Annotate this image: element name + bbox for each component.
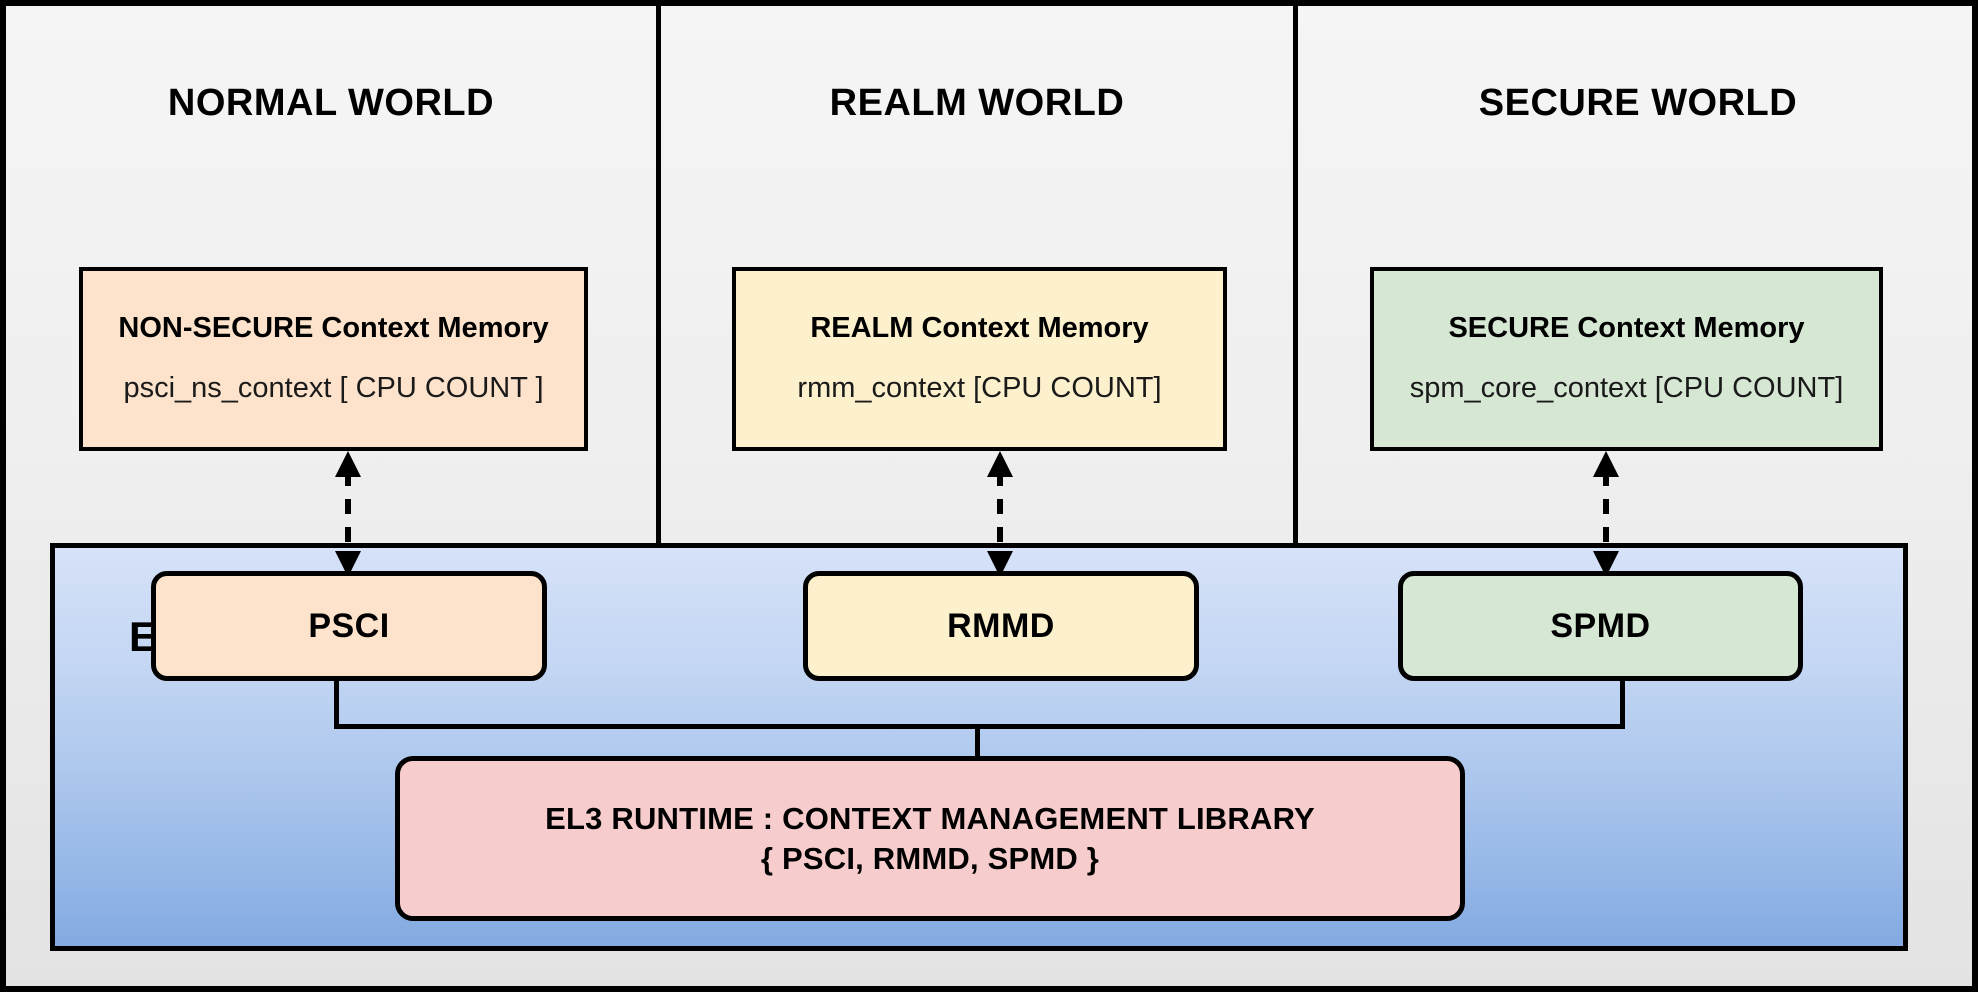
world-title-realm: REALM WORLD — [829, 82, 1125, 124]
service-box-psci[interactable]: PSCI — [151, 571, 547, 681]
connector-spmd-drop — [1620, 676, 1625, 729]
connector-psci-drop — [334, 676, 339, 729]
context-memory-realm[interactable]: REALM Context Memory rmm_context [CPU CO… — [732, 267, 1227, 451]
service-box-spmd[interactable]: SPMD — [1398, 571, 1803, 681]
context-memory-subtitle: psci_ns_context [ CPU COUNT ] — [123, 372, 544, 404]
context-memory-subtitle: spm_core_context [CPU COUNT] — [1409, 372, 1844, 404]
context-memory-title: SECURE Context Memory — [1448, 312, 1805, 345]
context-memory-non-secure[interactable]: NON-SECURE Context Memory psci_ns_contex… — [79, 267, 588, 451]
world-column-realm: REALM WORLD — [661, 6, 1298, 543]
connector-runtime-stub — [975, 724, 980, 764]
context-memory-secure[interactable]: SECURE Context Memory spm_core_context [… — [1370, 267, 1883, 451]
context-memory-title: REALM Context Memory — [810, 312, 1149, 345]
dashed-arrow-realm — [987, 451, 1013, 577]
context-memory-title: NON-SECURE Context Memory — [118, 312, 549, 345]
el3-runtime-box[interactable]: EL3 RUNTIME : CONTEXT MANAGEMENT LIBRARY… — [395, 756, 1465, 921]
context-memory-subtitle: rmm_context [CPU COUNT] — [797, 372, 1162, 404]
world-title-normal: NORMAL WORLD — [167, 82, 495, 124]
dashed-arrow-non-secure — [335, 451, 361, 577]
dashed-arrow-secure — [1593, 451, 1619, 577]
world-column-normal: NORMAL WORLD — [6, 6, 661, 543]
el3-runtime-line-1: EL3 RUNTIME : CONTEXT MANAGEMENT LIBRARY — [545, 800, 1315, 836]
service-box-rmmd[interactable]: RMMD — [803, 571, 1199, 681]
world-title-secure: SECURE WORLD — [1478, 82, 1798, 124]
el3-runtime-line-2: { PSCI, RMMD, SPMD } — [760, 840, 1100, 876]
world-column-secure: SECURE WORLD — [1298, 6, 1972, 543]
